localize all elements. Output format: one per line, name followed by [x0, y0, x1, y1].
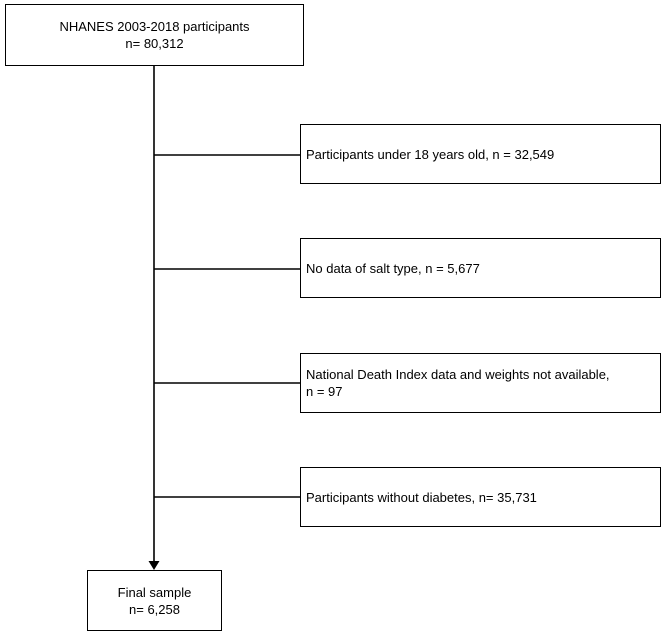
exclusion-text-ndi-line2: n = 97 — [306, 384, 343, 399]
exclusion-box-salt-type: No data of salt type, n = 5,677 — [300, 238, 661, 298]
initial-population-count: n= 80,312 — [125, 36, 184, 51]
initial-population-title: NHANES 2003-2018 participants — [59, 19, 250, 34]
exclusion-box-age: Participants under 18 years old, n = 32,… — [300, 124, 661, 184]
final-sample-count: n= 6,258 — [129, 601, 180, 617]
exclusion-text-age: Participants under 18 years old, n = 32,… — [306, 146, 555, 162]
initial-population-box: NHANES 2003-2018 participants n= 80,312 — [5, 4, 304, 66]
exclusion-box-diabetes: Participants without diabetes, n= 35,731 — [300, 467, 661, 527]
arrow-head — [148, 561, 160, 570]
exclusion-box-ndi: National Death Index data and weights no… — [300, 353, 661, 413]
final-sample-title: Final sample — [117, 584, 192, 600]
exclusion-text-diabetes: Participants without diabetes, n= 35,731 — [306, 489, 537, 505]
exclusion-text-ndi-line1: National Death Index data and weights no… — [306, 367, 610, 382]
final-sample-box: Final sample n= 6,258 — [87, 570, 222, 631]
exclusion-text-salt-type: No data of salt type, n = 5,677 — [306, 260, 480, 276]
